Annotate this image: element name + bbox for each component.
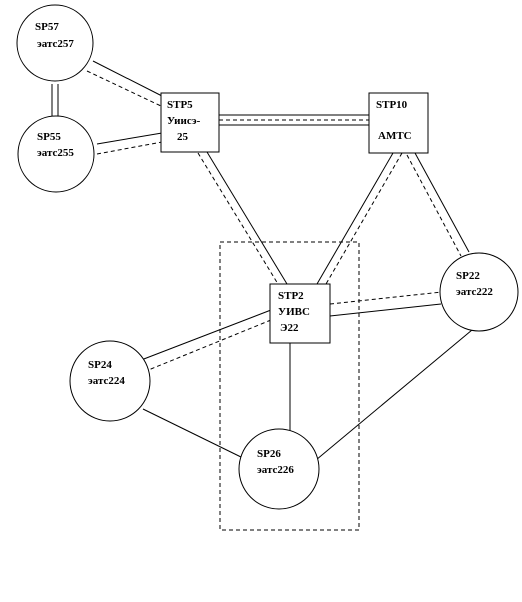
node-sp57-label-1: SP57 bbox=[35, 21, 59, 33]
link-stp10-stp2-solid bbox=[316, 152, 394, 285]
link-stp5-stp2-dashed bbox=[197, 152, 279, 285]
node-sp57-label-2: эатс257 bbox=[37, 38, 74, 50]
node-stp2-shape bbox=[269, 283, 331, 344]
node-sp24-label-1: SP24 bbox=[88, 359, 112, 371]
node-sp55-label-1: SP55 bbox=[37, 131, 61, 143]
link-stp10-sp22-solid bbox=[414, 152, 470, 253]
link-stp2-sp22-solid bbox=[329, 303, 442, 317]
node-sp24-shape bbox=[69, 340, 151, 422]
node-stp5-shape bbox=[160, 92, 220, 153]
node-sp22-shape bbox=[439, 252, 519, 332]
node-sp26: SP26 эатс226 bbox=[238, 428, 320, 510]
link-sp57-stp5-solid bbox=[92, 60, 163, 97]
node-sp22: SP22 эатс222 bbox=[439, 252, 519, 332]
node-sp57-shape bbox=[16, 4, 94, 82]
link-sp55-stp5-dashed bbox=[96, 141, 163, 155]
node-sp24-label-2: эатс224 bbox=[88, 375, 125, 387]
node-stp10-label-1: STP10 bbox=[376, 99, 408, 111]
node-sp55-shape bbox=[17, 115, 95, 193]
links bbox=[51, 60, 473, 461]
node-stp5-label-2: Уиисэ- bbox=[167, 115, 201, 127]
node-sp22-label-2: эатс222 bbox=[456, 286, 493, 298]
node-stp10-shape bbox=[368, 92, 429, 154]
node-sp26-shape bbox=[238, 428, 320, 510]
node-stp10-label-2: АМТС bbox=[378, 130, 412, 142]
node-stp2-label-2: УИВС bbox=[278, 306, 310, 318]
node-stp2-label-1: STP2 bbox=[278, 290, 304, 302]
link-stp10-stp2-dashed bbox=[325, 152, 403, 285]
link-sp22-sp26 bbox=[315, 329, 473, 461]
node-sp55-label-2: эатс255 bbox=[37, 147, 74, 159]
node-stp5-label-1: STP5 bbox=[167, 99, 193, 111]
link-stp2-sp24-dashed bbox=[145, 319, 272, 372]
node-sp55: SP55 эатс255 bbox=[17, 115, 95, 193]
link-stp2-sp22-dashed bbox=[329, 291, 443, 305]
node-sp22-label-1: SP22 bbox=[456, 270, 480, 282]
link-sp55-stp5-solid bbox=[96, 132, 163, 145]
link-stp2-sp24-solid bbox=[135, 309, 272, 363]
node-stp5: STP5 Уиисэ- 25 bbox=[160, 92, 220, 153]
node-sp57: SP57 эатс257 bbox=[16, 4, 94, 82]
node-stp5-label-3: 25 bbox=[177, 131, 189, 143]
stp2-region-boundary bbox=[219, 241, 360, 531]
node-stp2: STP2 УИВС Э22 bbox=[269, 283, 331, 344]
link-stp10-sp22-dashed bbox=[406, 154, 462, 257]
link-stp5-stp2-solid bbox=[206, 151, 288, 285]
node-sp26-label-1: SP26 bbox=[257, 448, 281, 460]
node-stp10: STP10 АМТС bbox=[368, 92, 429, 154]
node-stp2-label-3: Э22 bbox=[280, 322, 299, 334]
link-sp24-sp26 bbox=[142, 408, 244, 459]
node-sp24: SP24 эатс224 bbox=[69, 340, 151, 422]
node-sp26-label-2: эатс226 bbox=[257, 464, 294, 476]
